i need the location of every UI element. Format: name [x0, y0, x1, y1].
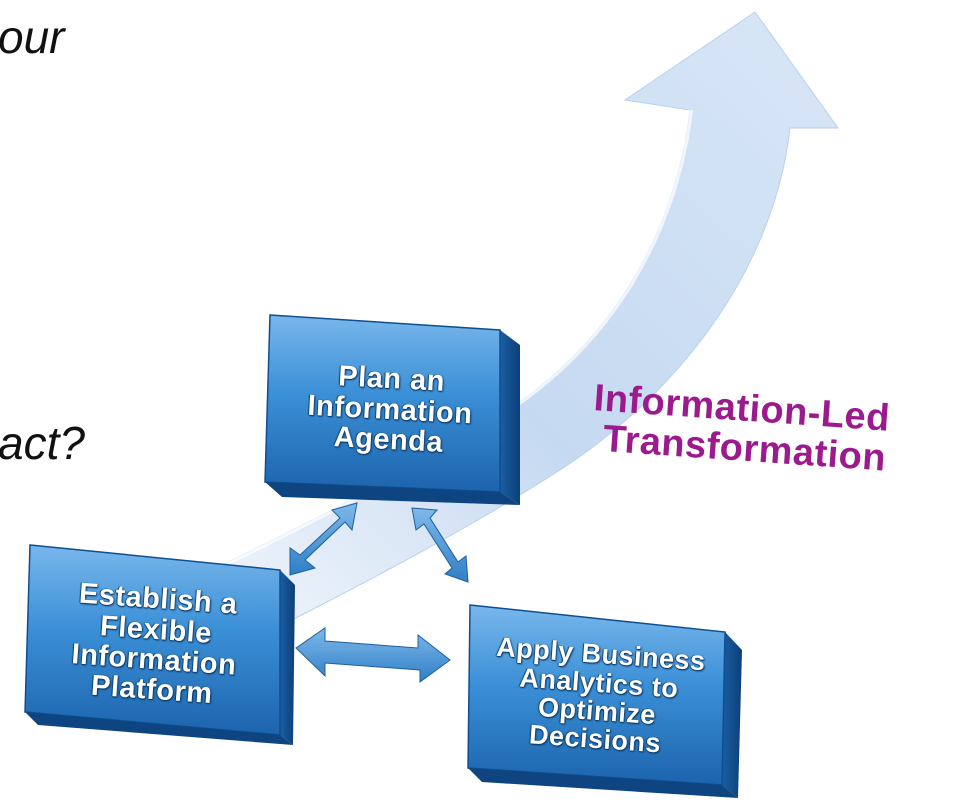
double-arrow-plan-establish-icon [289, 502, 358, 576]
plan-box-shape [264, 314, 520, 505]
partial-text-middle: act? [0, 417, 85, 469]
plan-box-label: Plan an Information Agenda [306, 360, 474, 460]
partial-text-top: our [0, 11, 65, 63]
double-arrow-establish-apply-icon [295, 627, 451, 683]
apply-box-shape [467, 604, 742, 798]
double-arrow-plan-apply-icon [411, 507, 469, 583]
apply-box-label: Apply Business Analytics to Optimize Dec… [495, 632, 707, 759]
establish-box-label: Establish a Flexible Information Platfor… [70, 577, 239, 711]
establish-box-shape [24, 544, 295, 745]
